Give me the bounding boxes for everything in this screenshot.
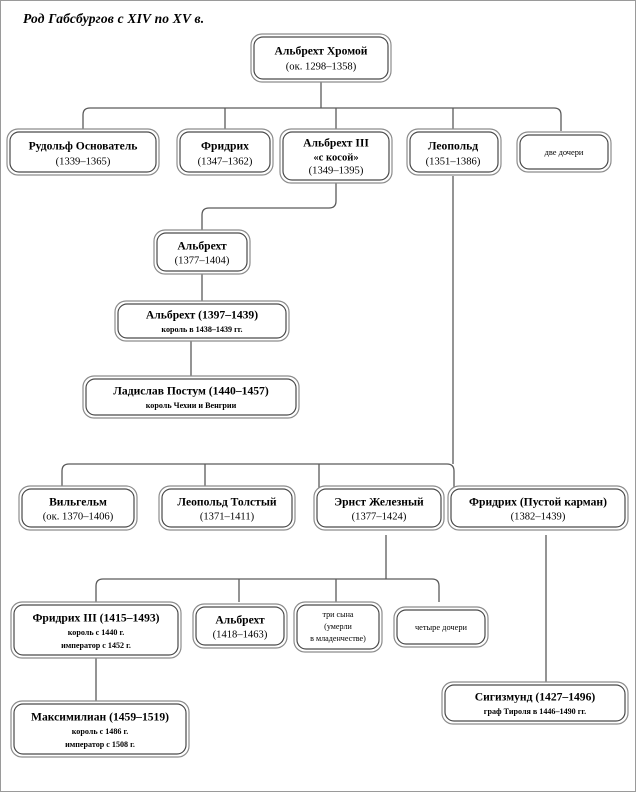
node-label-line1: Альбрехт Хромой [275, 45, 368, 58]
node-label-line2: король с 1486 г. [72, 727, 129, 736]
node-leopold-1351[interactable]: Леопольд (1351–1386) [406, 128, 502, 176]
node-sigismund[interactable]: Сигизмунд (1427–1496) граф Тироля в 1446… [441, 681, 629, 725]
edge-bus-gen4 [95, 578, 440, 602]
node-label-line1: Рудольф Основатель [29, 140, 138, 153]
node-label-line1: Леопольд Толстый [177, 496, 276, 509]
node-label-line2: (умерли [324, 622, 352, 631]
node-albrecht-1418[interactable]: Альбрехт (1418–1463) [192, 603, 288, 649]
node-label-line2: (ок. 1370–1406) [43, 511, 114, 522]
node-friedrich-iii[interactable]: Фридрих III (1415–1493) король с 1440 г.… [10, 601, 182, 659]
node-label-line2: король Чехии и Венгрии [146, 401, 237, 410]
node-label-line1: Альбрехт III [303, 137, 369, 150]
node-label-line2: «с косой» [313, 152, 358, 163]
node-label-line1: Вильгельм [49, 496, 107, 509]
page-title: Род Габсбургов с XIV по XV в. [23, 11, 205, 26]
node-albrecht-1397[interactable]: Альбрехт (1397–1439) король в 1438–1439 … [114, 300, 290, 342]
node-label-line1: Фридрих III (1415–1493) [32, 612, 159, 625]
edge-bus-gen3 [61, 463, 455, 488]
node-friedrich-empty-pocket[interactable]: Фридрих (Пустой карман) (1382–1439) [447, 485, 629, 531]
node-label-line1: четыре дочери [415, 623, 468, 632]
edge-albrecht3-albrecht1377 [201, 183, 337, 232]
node-label-line2: (1382–1439) [511, 511, 566, 522]
node-label-line3: в младенчестве) [310, 634, 366, 643]
node-leopold-fat[interactable]: Леопольд Толстый (1371–1411) [158, 485, 296, 531]
node-label-line1: Ладислав Постум (1440–1457) [113, 385, 269, 398]
node-ladislav-postum[interactable]: Ладислав Постум (1440–1457) король Чехии… [82, 375, 300, 419]
node-maximilian[interactable]: Максимилиан (1459–1519) король с 1486 г.… [10, 700, 190, 758]
node-label-line1: три сына [323, 610, 354, 619]
node-label-line1: Леопольд [428, 140, 478, 153]
node-label-line2: король с 1440 г. [68, 628, 125, 637]
node-label-line2: (1351–1386) [426, 156, 481, 167]
node-label-line1: Фридрих [201, 140, 249, 153]
connectors [61, 82, 562, 701]
node-four-daughters[interactable]: четыре дочери [393, 606, 489, 648]
node-label-line1: Максимилиан (1459–1519) [31, 711, 169, 724]
node-label-line1: Эрнст Железный [334, 496, 424, 509]
node-ernst-iron[interactable]: Эрнст Железный (1377–1424) [313, 485, 445, 531]
node-friedrich-1347[interactable]: Фридрих (1347–1362) [176, 128, 274, 176]
node-label-line2: (1339–1365) [56, 156, 111, 167]
node-albrecht-1377[interactable]: Альбрехт (1377–1404) [153, 229, 251, 275]
node-label-line2: король в 1438–1439 гг. [161, 325, 242, 334]
node-two-daughters[interactable]: две дочери [516, 131, 612, 173]
node-label-line1: Альбрехт [177, 240, 227, 253]
node-label-line3: (1349–1395) [309, 165, 364, 176]
node-label-line2: (1377–1424) [352, 511, 407, 522]
node-label-line2: (ок. 1298–1358) [286, 61, 357, 72]
node-label-line2: (1371–1411) [200, 511, 255, 522]
node-label-line1: Сигизмунд (1427–1496) [475, 691, 596, 704]
node-three-sons[interactable]: три сына (умерли в младенчестве) [293, 601, 383, 653]
node-label-line3: император с 1452 г. [61, 641, 131, 650]
node-label-line2: (1418–1463) [213, 629, 268, 640]
node-label-line2: (1347–1362) [198, 156, 253, 167]
node-label-line2: (1377–1404) [175, 255, 230, 266]
node-label-line1: Альбрехт [215, 614, 265, 627]
node-label-line1: Фридрих (Пустой карман) [469, 496, 607, 509]
edge-bus-gen2 [82, 107, 562, 131]
node-albrecht-iii[interactable]: Альбрехт III «с косой» (1349–1395) [279, 128, 393, 184]
node-rudolf-founder[interactable]: Рудольф Основатель (1339–1365) [6, 128, 160, 176]
node-label-line3: император с 1508 г. [65, 740, 135, 749]
node-wilhelm[interactable]: Вильгельм (ок. 1370–1406) [18, 485, 138, 531]
node-label-line2: граф Тироля в 1446–1490 гг. [484, 707, 586, 716]
node-label-line1: Альбрехт (1397–1439) [146, 309, 258, 322]
node-albrecht-lame[interactable]: Альбрехт Хромой (ок. 1298–1358) [250, 33, 392, 83]
node-label-line1: две дочери [545, 148, 584, 157]
